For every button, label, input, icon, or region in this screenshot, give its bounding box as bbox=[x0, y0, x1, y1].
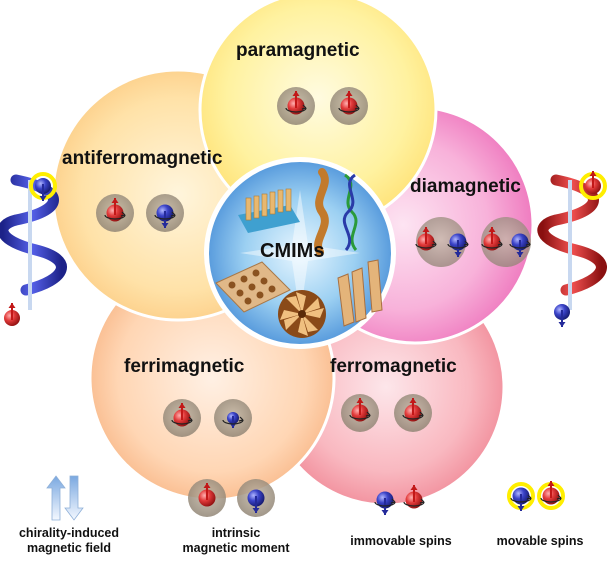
spin-sphere-icon bbox=[4, 303, 20, 326]
label-diamagnetic: diamagnetic bbox=[410, 176, 521, 197]
spin-sphere-icon bbox=[277, 87, 315, 125]
spin-sphere-icon bbox=[29, 172, 57, 201]
legend-immovable-label: immovable spins bbox=[350, 534, 452, 548]
nano-plates-icon bbox=[337, 259, 383, 327]
nano-double-helix-icon bbox=[342, 173, 358, 251]
label-antiferromagnetic: antiferromagnetic bbox=[62, 148, 223, 169]
grey-disc bbox=[416, 217, 466, 267]
spin-sphere-icon bbox=[188, 479, 226, 517]
spin-sphere-icon bbox=[579, 171, 607, 200]
spin-sphere-icon bbox=[537, 481, 565, 510]
spin-sphere-icon bbox=[554, 304, 570, 327]
double-arrow-icon bbox=[46, 475, 84, 521]
spin-sphere-icon bbox=[163, 399, 201, 437]
spin-sphere-icon bbox=[415, 227, 437, 251]
nano-twisted-ribbon-icon bbox=[314, 168, 329, 256]
center-label: CMIMs bbox=[260, 240, 325, 262]
center-cmims bbox=[204, 157, 396, 349]
label-ferrimagnetic: ferrimagnetic bbox=[124, 356, 245, 377]
spin-sphere-icon bbox=[214, 399, 252, 437]
nano-pillar-array-icon bbox=[238, 188, 300, 233]
helix-left-icon bbox=[0, 174, 67, 310]
label-ferromagnetic: ferromagnetic bbox=[330, 356, 457, 377]
legend-intrinsic-label: intrinsic magnetic moment bbox=[182, 526, 290, 555]
spin-sphere-icon bbox=[447, 233, 469, 257]
spin-sphere-icon bbox=[330, 87, 368, 125]
label-paramagnetic: paramagnetic bbox=[236, 40, 360, 61]
legend-movable-label: movable spins bbox=[496, 534, 584, 548]
spin-sphere-icon bbox=[146, 194, 184, 232]
spin-sphere-icon bbox=[507, 482, 535, 511]
spin-sphere-icon bbox=[374, 491, 396, 515]
spin-sphere-icon bbox=[509, 233, 531, 257]
spin-sphere-icon bbox=[394, 394, 432, 432]
spin-sphere-icon bbox=[237, 479, 275, 517]
spin-sphere-icon bbox=[403, 485, 425, 509]
spin-sphere-icon bbox=[341, 394, 379, 432]
spin-sphere-icon bbox=[96, 194, 134, 232]
nano-pinwheel-icon bbox=[278, 290, 326, 338]
spin-sphere-icon bbox=[481, 227, 503, 251]
nano-well-array-icon bbox=[215, 261, 291, 313]
legend-chirality-label: chirality-induced magnetic field bbox=[18, 526, 120, 555]
